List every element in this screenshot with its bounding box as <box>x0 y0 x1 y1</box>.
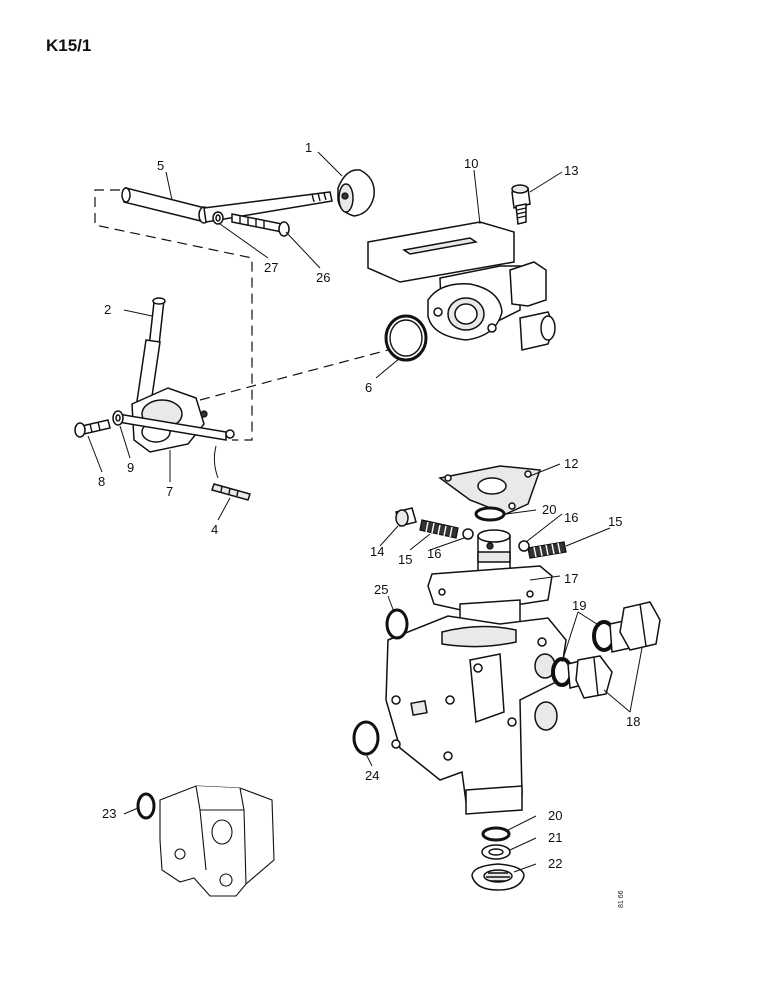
assembly-dashed-line-to-seal <box>199 349 389 401</box>
part-18-plug-upper <box>609 601 661 653</box>
reference-code: 81 66 <box>618 890 625 908</box>
part-25-ring <box>385 608 409 640</box>
callout-8: 8 <box>98 474 105 489</box>
callout-5: 5 <box>157 158 164 173</box>
callout-9: 9 <box>127 460 134 475</box>
part-15-spring-left <box>419 519 459 539</box>
part-10-bracket-housing <box>367 221 556 351</box>
callout-22: 22 <box>548 856 562 871</box>
callout-23: 23 <box>102 806 116 821</box>
callout-27: 27 <box>264 260 278 275</box>
callout-15-right: 15 <box>608 514 622 529</box>
part-18-plug-lower <box>567 655 613 699</box>
callout-17: 17 <box>564 571 578 586</box>
callout-1: 1 <box>305 140 312 155</box>
callout-15-left: 15 <box>398 552 412 567</box>
assembly-dashed-outline <box>94 189 253 441</box>
part-4-pin <box>211 483 251 501</box>
part-22-filter-cap <box>471 863 525 891</box>
callout-16-right: 16 <box>564 510 578 525</box>
callout-26: 26 <box>316 270 330 285</box>
pin-curve-line <box>213 445 219 479</box>
callout-labels: 1 5 10 13 27 26 2 6 8 9 7 4 12 20 16 15 … <box>98 140 640 871</box>
callout-leaders <box>87 151 643 873</box>
callout-10: 10 <box>464 156 478 171</box>
part-20-o-ring-lower <box>481 826 511 842</box>
part-15-spring-right <box>527 541 567 559</box>
valve-body <box>385 565 567 815</box>
part-16-ball-right <box>518 540 530 552</box>
part-13-cap-screw <box>511 184 531 225</box>
part-16-ball-left <box>462 528 474 540</box>
callout-13: 13 <box>564 163 578 178</box>
callout-18: 18 <box>626 714 640 729</box>
part-2-hand-lever <box>135 297 166 411</box>
part-21-washer <box>481 844 511 860</box>
callout-14: 14 <box>370 544 384 559</box>
ghost-valve-body <box>159 785 275 897</box>
callout-24: 24 <box>365 768 379 783</box>
part-5-lever-shaft <box>121 187 333 224</box>
part-26-screw <box>231 213 290 237</box>
part-14-plug <box>395 507 417 527</box>
page-code: K15/1 <box>46 36 92 55</box>
part-1-knob <box>337 169 375 217</box>
callout-12: 12 <box>564 456 578 471</box>
callout-6: 6 <box>365 380 372 395</box>
callout-20-upper: 20 <box>542 502 556 517</box>
part-20-o-ring-upper <box>474 506 506 522</box>
callout-7: 7 <box>166 484 173 499</box>
part-24-ring <box>352 720 380 756</box>
part-6-seal-ring <box>384 314 428 362</box>
part-27-washer <box>212 211 224 225</box>
part-12-gasket <box>438 465 542 515</box>
part-8-screw <box>74 419 111 438</box>
callout-25: 25 <box>374 582 388 597</box>
callout-2: 2 <box>104 302 111 317</box>
part-9-washer <box>112 410 124 426</box>
callout-21: 21 <box>548 830 562 845</box>
part-23-ring <box>136 792 156 820</box>
part-7-lever-flange <box>117 387 235 453</box>
callout-19: 19 <box>572 598 586 613</box>
callout-20-lower: 20 <box>548 808 562 823</box>
callout-16-left: 16 <box>427 546 441 561</box>
callout-4: 4 <box>211 522 218 537</box>
